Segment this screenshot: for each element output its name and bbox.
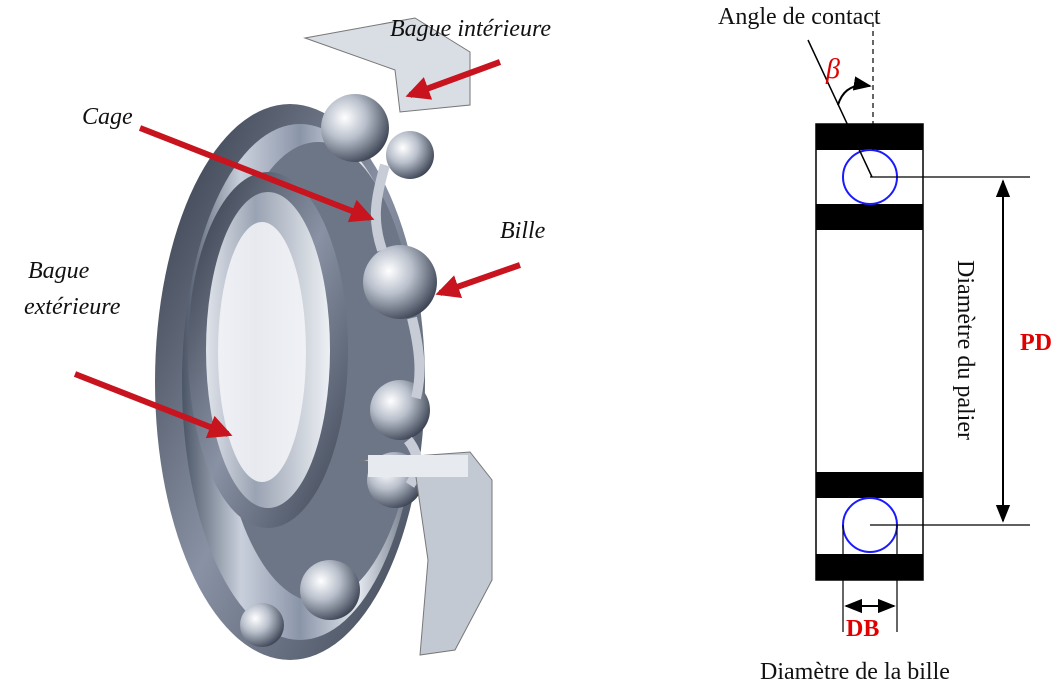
label-diametre-bille: Diamètre de la bille — [760, 659, 950, 685]
label-bague-exterieure-line1: Bague — [28, 258, 90, 284]
outer-ring-bottom — [816, 554, 923, 580]
label-angle-contact: Angle de contact — [718, 4, 881, 30]
label-bague-exterieure-line2: extérieure — [24, 294, 121, 320]
outer-ring-top — [816, 124, 923, 150]
ball — [300, 560, 360, 620]
arrow-bague-exterieure — [73, 371, 233, 439]
ball — [386, 131, 434, 179]
arrow-bille — [435, 262, 521, 298]
label-bille: Bille — [500, 218, 546, 244]
bearing-outline — [815, 123, 924, 581]
bearing-illustration: Bague intérieure Cage Bille Bague extéri… — [24, 16, 551, 660]
label-cage: Cage — [82, 104, 133, 130]
ball — [321, 94, 389, 162]
inner-ring-top — [816, 204, 923, 230]
inner-ring-bottom — [816, 472, 923, 498]
label-diametre-palier: Diamètre du palier — [952, 260, 978, 440]
ball — [240, 603, 284, 647]
label-db: DB — [846, 616, 879, 642]
contact-line — [807, 39, 873, 178]
arrow-bague-interieure — [405, 59, 502, 100]
beta-symbol: β — [825, 54, 840, 85]
bearing-schematic: β Diamètre du palier Angle de contact PD… — [718, 4, 1052, 685]
cutaway-bottom — [359, 451, 493, 656]
label-pd: PD — [1020, 330, 1052, 356]
beta-arc — [837, 76, 872, 106]
label-bague-interieure: Bague intérieure — [390, 16, 551, 42]
ball — [363, 245, 437, 319]
arrow-cage — [138, 125, 375, 223]
